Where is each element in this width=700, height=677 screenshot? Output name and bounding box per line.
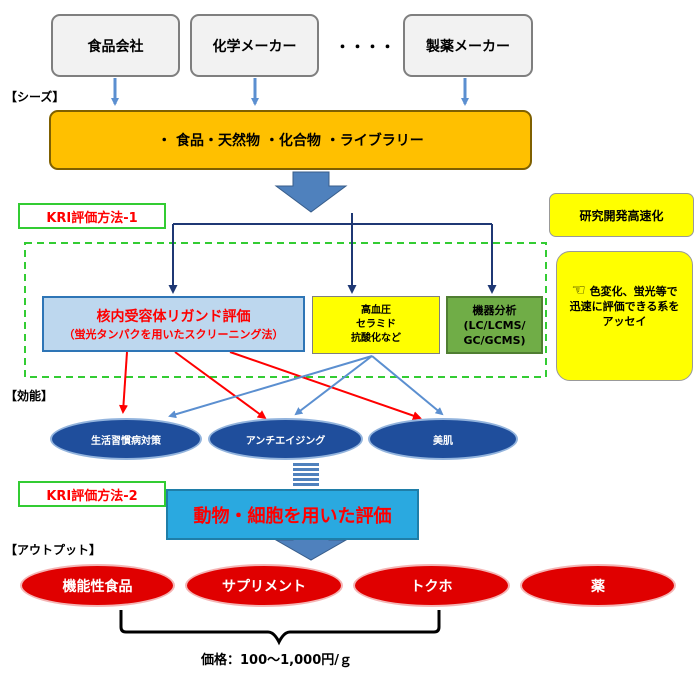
animal-cell-eval-text: 動物・細胞を用いた評価 [193,505,392,527]
instrument-line: GC/GCMS) [463,333,526,347]
source-label: 食品会社 [87,38,144,55]
rd-speedup-box: 研究開発高速化 [549,193,694,237]
down-arrow-to-output [274,536,348,561]
antioxidant-line: 抗酸化など [351,333,401,344]
instrument-analysis-box: 機器分析 (LC/LCMS/ GC/GCMS) [446,296,543,354]
seeds-section-label: 【シーズ】 [5,90,65,104]
instrument-line: 機器分析 [472,303,517,317]
source-pharma-maker: 製薬メーカー [403,14,533,77]
ellipsis-text: ・・・・ [334,37,395,56]
method-tree [168,213,497,294]
assay-note-box: ☜ 色変化、蛍光等で迅速に評価できる系をアッセイ [556,251,693,381]
assay-note-text: 色変化、蛍光等で迅速に評価できる系をアッセイ [569,285,680,328]
source-chemical-maker: 化学メーカー [190,14,319,77]
efficacy-section-label: 【効能】 [5,389,54,403]
output-supplement: サプリメント [185,564,343,607]
seeds-text: ・ 食品・天然物 ・化合物 ・ライブラリー [157,133,424,149]
efficacy-lifestyle-disease: 生活習慣病対策 [50,418,202,460]
seeds-box: ・ 食品・天然物 ・化合物 ・ライブラリー [49,110,532,170]
price-text: 価格：100～1,000円/ｇ [201,653,353,668]
bp-line: 高血圧 [361,305,391,316]
source-label: 化学メーカー [212,38,297,55]
striped-arrow [293,463,319,486]
output-section-label: 【アウトプット】 [5,543,102,557]
rd-speedup-text: 研究開発高速化 [579,208,664,223]
nuclear-receptor-box: 核内受容体リガンド評価 （蛍光タンパクを用いたスクリーニング法） [42,296,305,352]
ceramide-line: セラミド [356,319,396,330]
big-down-arrow [274,171,348,213]
source-arrows [111,78,469,106]
nuclear-receptor-subtitle: （蛍光タンパクを用いたスクリーニング法） [63,328,284,341]
kri-method-2-label: KRI評価方法-2 [18,481,166,507]
price-bracket [119,610,441,646]
efficacy-anti-aging: アンチエイジング [208,418,363,460]
instrument-line: (LC/LCMS/ [463,318,526,332]
output-functional-food: 機能性食品 [20,564,175,607]
blue-arrows [168,355,444,419]
pointing-hand-icon: ☜ [571,280,586,299]
source-label: 製薬メーカー [426,38,510,55]
red-arrows [118,351,422,420]
source-food-company: 食品会社 [51,14,180,77]
efficacy-beautiful-skin: 美肌 [368,418,518,460]
kri-method-1-container [24,242,547,378]
nuclear-receptor-title: 核内受容体リガンド評価 [96,309,251,325]
output-medicine: 薬 [520,564,676,607]
animal-cell-eval-box: 動物・細胞を用いた評価 [166,489,419,540]
kri-method-1-label: KRI評価方法-1 [18,203,166,229]
bp-ceramide-box: 高血圧 セラミド 抗酸化など [312,296,440,354]
output-tokuho: トクホ [353,564,510,607]
